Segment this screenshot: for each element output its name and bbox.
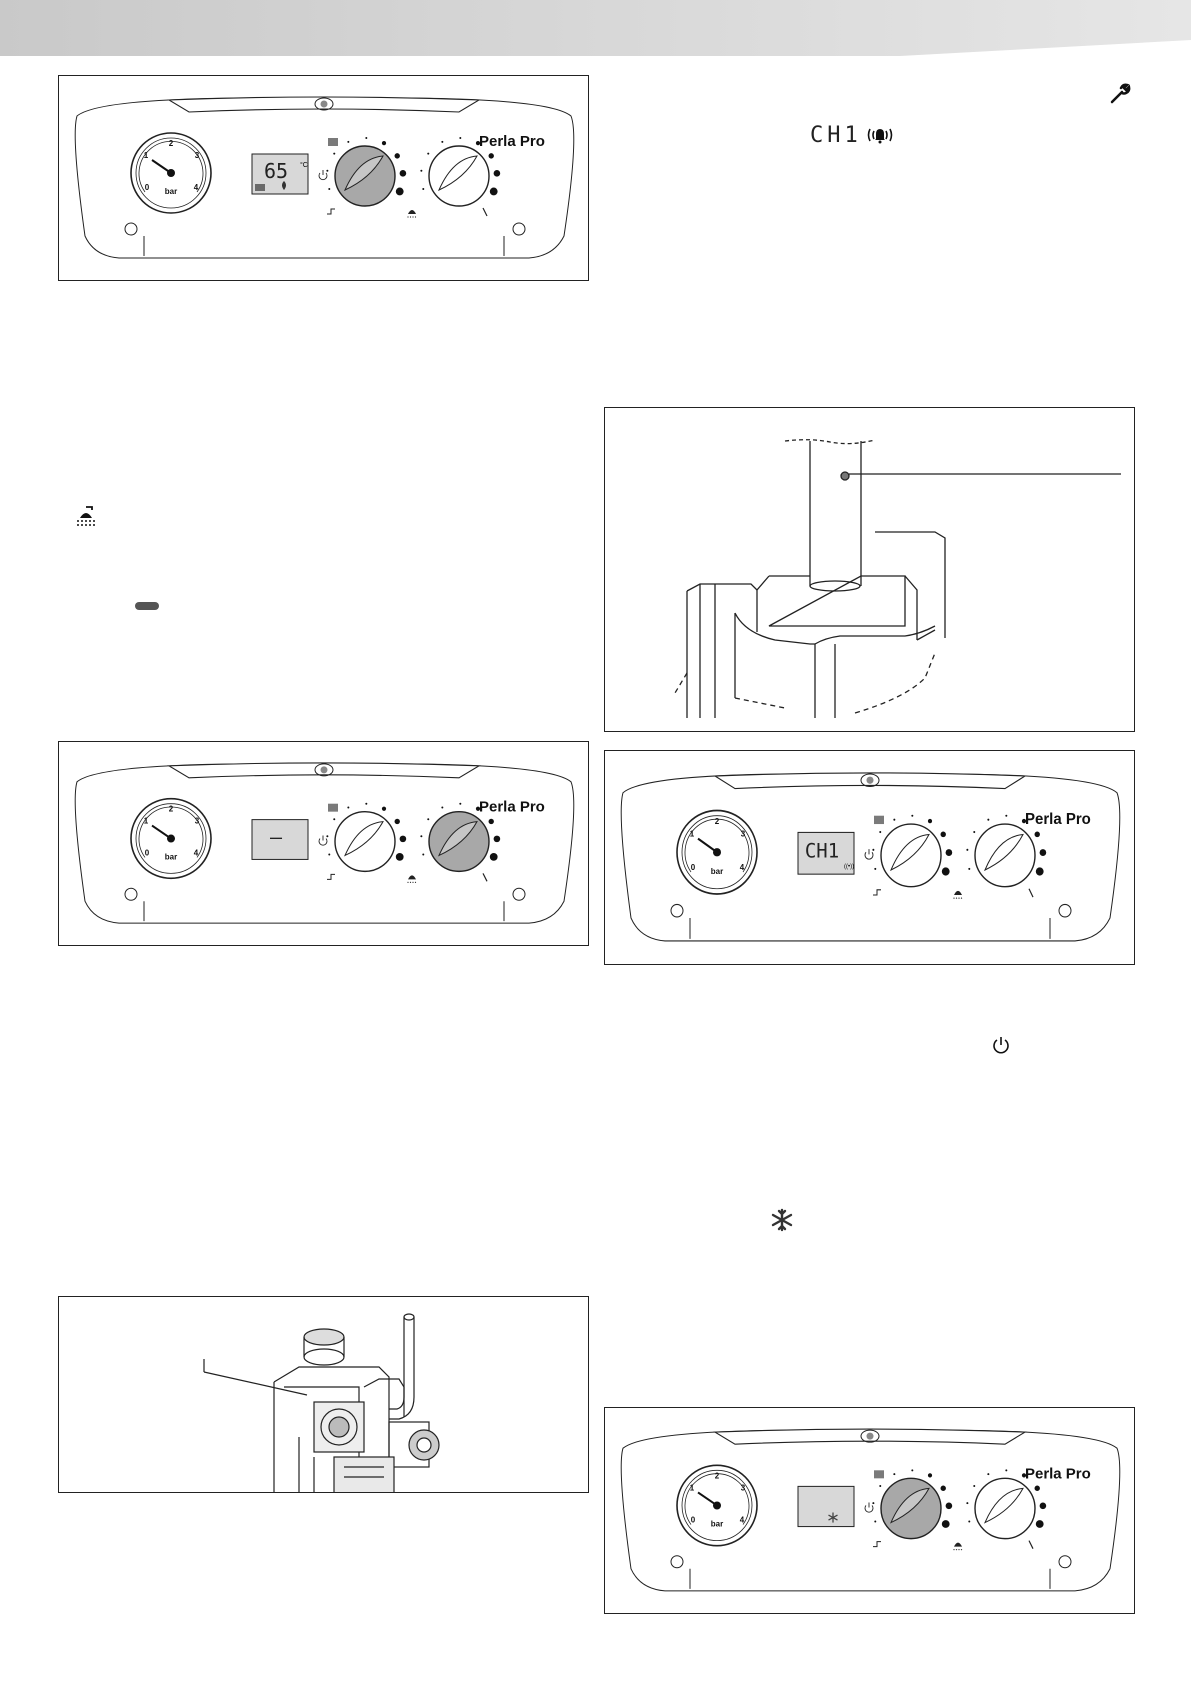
max-indicator (1028, 888, 1034, 898)
heating-knob[interactable] (872, 814, 953, 888)
power-icon (318, 835, 328, 846)
shower-icon (953, 890, 963, 899)
control-panel-2: 0 1 2 3 4 bar – Perla Pro (74, 762, 575, 924)
dhw-knob[interactable] (966, 1469, 1047, 1540)
flue-pipe-drawing (674, 439, 1121, 718)
error-code-inline: CH1 (810, 122, 894, 148)
tap-icon (873, 1541, 881, 1548)
gas-valve-drawing (203, 1313, 440, 1492)
brand-label: Perla Pro (1025, 1465, 1091, 1482)
gauge-tick-label: 0 (691, 1516, 696, 1525)
power-icon (864, 849, 874, 860)
control-panel-figure-1: 0 1 2 3 4 bar 65 °C Perla Pro (58, 75, 589, 281)
gauge-tick-label: 1 (690, 1483, 695, 1492)
minus-bar-icon (135, 602, 159, 610)
power-icon (864, 1502, 874, 1513)
gauge-tick-label: 2 (169, 139, 174, 148)
gas-valve-figure (58, 1296, 589, 1493)
header-banner (0, 0, 1191, 56)
gauge-tick-label: 1 (690, 829, 695, 838)
shower-icon (407, 210, 417, 218)
brand-label: Perla Pro (479, 799, 545, 816)
lcd-bell-indicator: ((•)) (844, 863, 854, 870)
snowflake-icon (771, 1208, 793, 1232)
gauge-tick-label: 0 (145, 183, 150, 192)
gauge-tick-label: 4 (194, 848, 199, 857)
brand-label: Perla Pro (1025, 811, 1091, 828)
error-code-text: CH1 (810, 122, 862, 148)
gauge-tick-label: 3 (195, 817, 200, 826)
gauge-tick-label: 1 (144, 151, 149, 160)
lcd-value: CH1 (805, 839, 839, 862)
gauge-tick-label: 2 (715, 817, 720, 826)
radiator-icon (328, 803, 338, 812)
dhw-knob[interactable] (420, 137, 501, 207)
radiator-icon (328, 138, 338, 146)
tap-icon (327, 208, 335, 215)
pressure-gauge: 0 1 2 3 4 bar (130, 132, 212, 214)
lcd-display (797, 1485, 855, 1528)
gauge-tick-label: 2 (169, 805, 174, 814)
radiator-icon (874, 815, 884, 825)
radiator-icon (255, 184, 265, 191)
control-panel-figure-2: 0 1 2 3 4 bar – Perla Pro (58, 741, 589, 946)
control-panel-4: 0 1 2 3 4 bar Perla Pro (620, 1428, 1121, 1592)
gauge-tick-label: 4 (194, 183, 199, 192)
shower-icon (407, 875, 417, 883)
control-panel-figure-4: 0 1 2 3 4 bar Perla Pro (604, 1407, 1135, 1614)
lcd-display (797, 831, 855, 875)
max-indicator (482, 207, 488, 217)
heating-knob[interactable] (326, 137, 407, 207)
gauge-tick-label: 0 (691, 863, 696, 872)
gauge-tick-label: 1 (144, 817, 149, 826)
control-panel-1: 0 1 2 3 4 bar 65 °C Perla Pro (74, 96, 575, 259)
lcd-unit: °C (300, 161, 308, 169)
heating-knob[interactable] (326, 802, 407, 873)
gauge-tick-label: 0 (145, 848, 150, 857)
lcd-snowflake-icon (828, 1512, 838, 1523)
gauge-tick-label: 3 (741, 829, 746, 838)
gauge-unit-label: bar (165, 187, 177, 196)
gauge-tick-label: 3 (195, 151, 200, 160)
shower-icon (953, 1542, 963, 1551)
radiator-icon (874, 1470, 884, 1479)
lcd-value: – (270, 825, 282, 849)
brand-label: Perla Pro (479, 133, 545, 150)
bell-icon (867, 128, 893, 144)
lcd-display (251, 819, 309, 860)
lcd-value: 65 (264, 159, 288, 183)
pressure-gauge: 0 1 2 3 4 bar (130, 797, 212, 880)
heating-knob[interactable] (872, 1469, 953, 1540)
gauge-tick-label: 3 (741, 1483, 746, 1492)
gauge-tick-label: 4 (740, 863, 745, 872)
gauge-tick-label: 2 (715, 1471, 720, 1480)
tap-icon (873, 889, 881, 896)
wrench-icon (1110, 83, 1131, 104)
gauge-unit-label: bar (711, 1520, 723, 1529)
flue-pipe-figure (604, 407, 1135, 732)
control-panel-figure-3: 0 1 2 3 4 bar CH1 ((•)) Perla Pro (604, 750, 1135, 965)
lcd-display (251, 153, 309, 195)
shower-icon (77, 506, 95, 526)
flame-icon (282, 181, 286, 190)
gauge-tick-label: 4 (740, 1516, 745, 1525)
power-icon (993, 1037, 1009, 1054)
tap-icon (327, 873, 335, 880)
gauge-unit-label: bar (711, 867, 724, 876)
pressure-gauge: 0 1 2 3 4 bar (676, 809, 758, 895)
max-indicator (482, 873, 488, 882)
control-panel-3: 0 1 2 3 4 bar CH1 ((•)) Perla Pro (620, 772, 1121, 942)
max-indicator (1028, 1540, 1034, 1549)
dhw-knob[interactable] (420, 802, 501, 873)
gauge-unit-label: bar (165, 852, 177, 861)
pressure-gauge: 0 1 2 3 4 bar (676, 1464, 758, 1547)
power-icon (318, 170, 328, 181)
dhw-knob[interactable] (966, 814, 1047, 888)
